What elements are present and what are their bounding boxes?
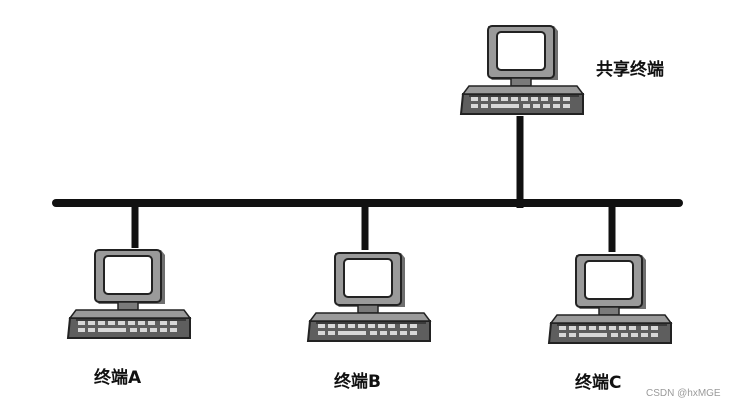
shared-terminal-computer-icon (460, 25, 584, 115)
terminal-b-computer-icon (307, 252, 431, 342)
terminal-a-computer-icon (67, 249, 191, 339)
terminal-a-label: 终端A (94, 368, 142, 388)
terminal-c-computer-icon (548, 254, 672, 344)
terminal-b-label: 终端B (334, 372, 381, 392)
shared-terminal-label: 共享终端 (596, 60, 664, 80)
terminal-c-label: 终端C (575, 373, 622, 393)
watermark: CSDN @hxMGE (646, 388, 721, 399)
